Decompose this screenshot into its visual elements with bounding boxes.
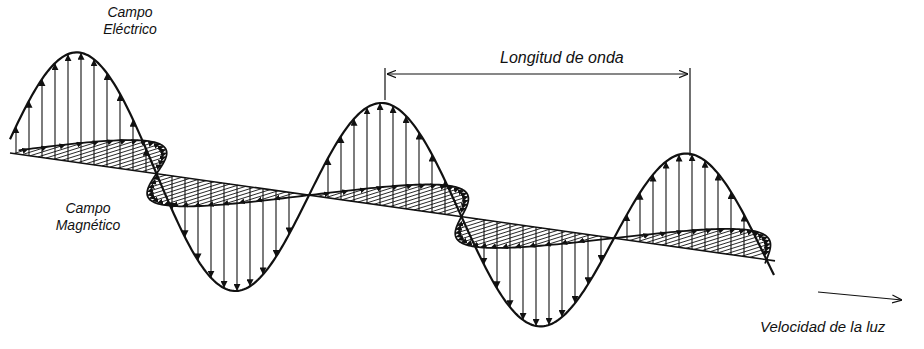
electric-vector	[197, 180, 198, 261]
electric-vector	[93, 59, 94, 165]
electric-vector	[80, 53, 81, 163]
magnetic-vector	[414, 193, 467, 210]
electric-vector	[106, 73, 107, 166]
magnetic-vector	[742, 247, 770, 256]
electric-vector	[132, 120, 133, 171]
electric-vector	[340, 136, 341, 200]
electric-vector	[418, 133, 419, 211]
magnetic-vector	[456, 222, 502, 237]
electric-vector	[678, 155, 679, 248]
magnetic-vector	[678, 229, 736, 247]
electric-vector	[717, 174, 718, 253]
electric-vector	[171, 176, 172, 210]
magnetic-vector	[466, 226, 526, 245]
magnetic-vector	[472, 227, 534, 246]
field-label: Campo Eléctrico	[88, 4, 172, 38]
magnetic-wave	[19, 140, 771, 263]
wave-group	[10, 52, 775, 326]
wavelength-tick	[689, 68, 690, 156]
electric-vector	[691, 154, 692, 249]
electric-vector	[184, 178, 185, 238]
electric-vector	[509, 224, 510, 308]
electric-vector	[288, 192, 289, 234]
electric-vector	[548, 229, 549, 325]
electric-vector	[535, 227, 536, 326]
magnetic-vector	[481, 228, 542, 247]
wavelength-tick	[384, 68, 385, 100]
magnetic-vector	[147, 178, 190, 191]
electric-vector	[743, 215, 744, 257]
electric-vector	[41, 79, 42, 157]
field-label: Campo Magnético	[46, 200, 130, 234]
electric-vector	[522, 225, 523, 320]
electric-vector	[392, 106, 393, 207]
wavelength-arrow	[387, 73, 688, 74]
electric-vector	[15, 126, 16, 153]
magnetic-vector	[750, 251, 769, 257]
propagation-axis	[10, 153, 775, 261]
electric-vector	[496, 222, 497, 289]
electric-wave	[10, 52, 774, 326]
electric-vector	[275, 191, 276, 257]
electric-vector	[119, 94, 120, 169]
electric-vector	[379, 103, 380, 205]
electric-vector	[405, 116, 406, 209]
electric-vector	[210, 181, 211, 277]
speed-arrow	[818, 292, 902, 300]
electric-vector	[236, 185, 237, 291]
electric-vector	[431, 155, 432, 213]
magnetic-vector	[686, 230, 745, 249]
electric-vector	[704, 161, 705, 251]
magnetic-vector	[110, 150, 166, 168]
speed-label: Velocidad de la luz	[760, 318, 885, 336]
electric-vector	[327, 158, 328, 198]
electric-vector	[483, 220, 484, 265]
electric-vector	[223, 183, 224, 288]
electric-vector	[730, 192, 731, 255]
electric-vector	[28, 101, 29, 156]
magnetic-vector	[430, 200, 468, 212]
magnetic-vector	[406, 191, 464, 209]
electric-vector	[262, 189, 263, 275]
wavelength-label: Longitud de onda	[500, 48, 624, 67]
magnetic-vector	[149, 181, 206, 199]
magnetic-vector	[455, 221, 494, 233]
